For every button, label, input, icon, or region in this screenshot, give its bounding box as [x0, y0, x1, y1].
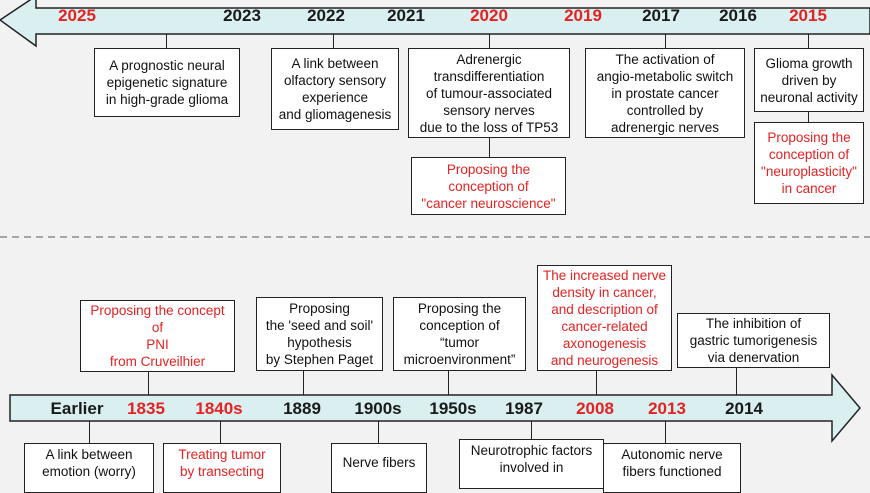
bottom-event-box: A link between emotion (worry) [24, 443, 154, 493]
bottom-timeline-arrow [9, 372, 861, 444]
top-concept-box: Proposing the conception of "cancer neur… [411, 157, 566, 215]
bottom-event-box: The inhibition of gastric tumorigenesis … [677, 313, 830, 368]
bottom-year: 2008 [576, 399, 614, 418]
bottom-event-box: Neurotrophic factors involved in [459, 439, 604, 489]
top-event-box: Glioma growth driven by neuronal activit… [754, 48, 864, 112]
connector [665, 34, 667, 48]
bottom-year: 1950s [429, 399, 477, 418]
top-event-box: Adrenergic transdifferentiation of tumou… [408, 48, 570, 138]
bottom-year: Earlier [50, 399, 104, 418]
bottom-year: 1835 [127, 399, 165, 418]
connector [596, 371, 598, 395]
bottom-year: 1987 [505, 399, 543, 418]
connector [89, 421, 91, 443]
connector [489, 138, 491, 157]
connector [148, 372, 150, 395]
bottom-event-box: Autonomic nerve fibers functioned [603, 443, 741, 493]
bottom-event-box: Nerve fibers [331, 443, 427, 493]
bottom-event-box: Proposing the conception of “tumor micro… [393, 297, 526, 371]
top-year: 2022 [307, 6, 345, 25]
connector [665, 421, 667, 443]
top-year: 2015 [789, 6, 827, 25]
connector [220, 421, 222, 443]
connector [166, 34, 168, 48]
connector [531, 421, 533, 439]
bottom-event-box: Proposing the concept of PNI from Cruvei… [80, 300, 235, 372]
top-year: 2020 [470, 6, 508, 25]
bottom-year: 1900s [354, 399, 402, 418]
bottom-event-box: Treating tumor by transecting [163, 443, 281, 493]
top-year: 2017 [642, 6, 680, 25]
top-year: 2016 [719, 6, 757, 25]
bottom-year: 1840s [195, 399, 243, 418]
connector [448, 371, 450, 395]
connector [736, 368, 738, 395]
bottom-event-box: The increased nerve density in cancer, a… [537, 265, 672, 371]
top-event-box: A prognostic neural epigenetic signature… [94, 48, 240, 117]
connector [378, 421, 380, 443]
timeline-arrows [0, 0, 870, 444]
bottom-year: 2014 [725, 399, 763, 418]
top-year: 2021 [387, 6, 425, 25]
bottom-year: 1889 [283, 399, 321, 418]
top-event-box: A link between olfactory sensory experie… [271, 48, 399, 130]
top-concept-box: Proposing the conception of "neuroplasti… [754, 122, 864, 204]
connector [808, 34, 810, 48]
connector [808, 112, 810, 122]
bottom-event-box: Proposing the 'seed and soil' hypothesis… [256, 297, 383, 371]
bottom-year: 2013 [648, 399, 686, 418]
connector [303, 371, 305, 395]
top-year: 2023 [223, 6, 261, 25]
connector [333, 34, 335, 48]
connector [489, 34, 491, 48]
top-event-box: The activation of angio-metabolic switch… [585, 48, 745, 138]
top-timeline-arrow [0, 0, 870, 48]
top-year: 2019 [564, 6, 602, 25]
top-year: 2025 [58, 6, 96, 25]
